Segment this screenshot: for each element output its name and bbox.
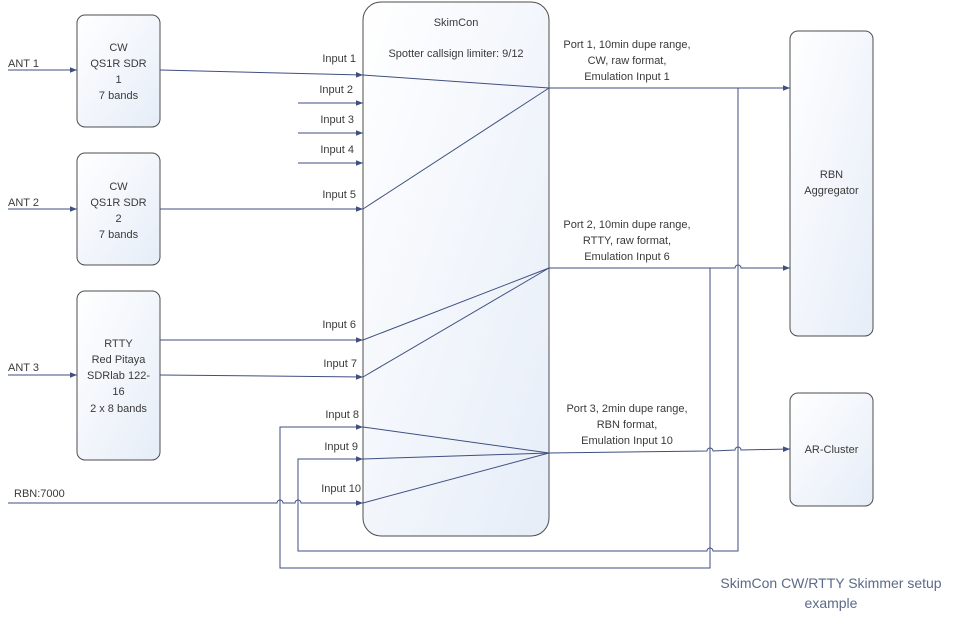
receiver-3-line: Red Pitaya (92, 354, 147, 366)
ant-2-label: ANT 2 (8, 197, 39, 209)
input-10-label: Input 10 (321, 483, 361, 495)
ant-1-label: ANT 1 (8, 58, 39, 70)
port-1-label-line: Port 1, 10min dupe range, (563, 39, 690, 51)
skimcon-box-shape (362, 1, 550, 537)
receiver-2-line: CW (109, 181, 128, 193)
port-3-label-line: RBN format, (597, 419, 658, 431)
port-3-label: Port 3, 2min dupe range, RBN format, Emu… (566, 403, 687, 447)
port-2-label-line: RTTY, raw format, (583, 235, 671, 247)
route-input-1-to-port-1 (362, 74, 550, 89)
receiver-box-1: CW QS1R SDR 1 7 bands (76, 14, 161, 128)
route-input-7-to-port-2 (362, 267, 550, 378)
skimcon-box: SkimCon Spotter callsign limiter: 9/12 (362, 1, 550, 537)
port-3-label-line: Port 3, 2min dupe range, (566, 403, 687, 415)
port-1-feedback-to-input-9 (297, 88, 739, 552)
rbn-aggregator-line: RBN (820, 169, 843, 181)
receiver-3-line: 16 (112, 386, 124, 398)
rbn-aggregator-line: Aggregator (804, 185, 859, 197)
route-input-5-to-port-1 (362, 87, 550, 210)
receiver-2-line: 7 bands (99, 229, 139, 241)
rbn-aggregator-box: RBN Aggregator (789, 30, 874, 337)
skimcon-limiter-text: Spotter callsign limiter: 9/12 (388, 48, 523, 60)
input-4-label: Input 4 (320, 144, 354, 156)
input-8-label: Input 8 (325, 409, 359, 421)
receiver-box-2: CW QS1R SDR 2 7 bands (76, 152, 161, 266)
port-2-label-line: Emulation Input 6 (584, 251, 670, 263)
skimcon-title: SkimCon (434, 17, 479, 29)
receiver-3-line: SDRlab 122- (87, 370, 150, 382)
route-input-6-to-port-2 (362, 267, 550, 341)
ar-cluster-box: AR-Cluster (789, 392, 874, 507)
port-2-output-line (549, 264, 790, 271)
input-7-label: Input 7 (323, 358, 357, 370)
receiver-1-line: QS1R SDR (90, 58, 146, 70)
ar-cluster-label: AR-Cluster (805, 444, 859, 456)
route-input-9-to-port-3 (362, 452, 550, 460)
receiver-box-2-shape (76, 152, 161, 266)
ant-3-label: ANT 3 (8, 362, 39, 374)
port-1-label: Port 1, 10min dupe range, CW, raw format… (563, 39, 690, 83)
route-input-8-to-port-3 (362, 426, 550, 454)
receiver-box-3: RTTY Red Pitaya SDRlab 122- 16 2 x 8 ban… (76, 290, 161, 461)
input-10-rbn-line (8, 499, 363, 506)
receiver-1-line: 1 (115, 74, 121, 86)
port-3-label-line: Emulation Input 10 (581, 435, 673, 447)
input-1-line (159, 69, 364, 78)
input-6-label: Input 6 (322, 319, 356, 331)
diagram-caption-line-1: SkimCon CW/RTTY Skimmer setup (720, 575, 941, 591)
diagram-caption-line-2: example (805, 595, 858, 611)
route-input-10-to-port-3 (362, 452, 550, 504)
receiver-1-line: 7 bands (99, 90, 139, 102)
rbn-aggregator-box-shape (789, 30, 874, 337)
input-9-label: Input 9 (324, 441, 358, 453)
port-3-output-line (548, 446, 791, 454)
port-2-label: Port 2, 10min dupe range, RTTY, raw form… (563, 219, 690, 263)
input-2-label: Input 2 (319, 84, 353, 96)
receiver-3-line: 2 x 8 bands (90, 403, 147, 415)
port-1-label-line: CW, raw format, (588, 55, 667, 67)
receiver-box-1-shape (76, 14, 161, 128)
input-3-label: Input 3 (320, 114, 354, 126)
port-1-label-line: Emulation Input 1 (584, 71, 670, 83)
port-2-feedback-to-input-8 (279, 268, 711, 569)
input-1-label: Input 1 (322, 53, 356, 65)
input-5-label: Input 5 (322, 189, 356, 201)
rbn-feed-label: RBN:7000 (14, 488, 65, 500)
input-7-line (159, 374, 364, 380)
receiver-2-line: 2 (115, 213, 121, 225)
receiver-3-line: RTTY (104, 338, 133, 350)
receiver-1-line: CW (109, 42, 128, 54)
port-2-label-line: Port 2, 10min dupe range, (563, 219, 690, 231)
receiver-2-line: QS1R SDR (90, 197, 146, 209)
ar-cluster-box-shape (789, 392, 874, 507)
